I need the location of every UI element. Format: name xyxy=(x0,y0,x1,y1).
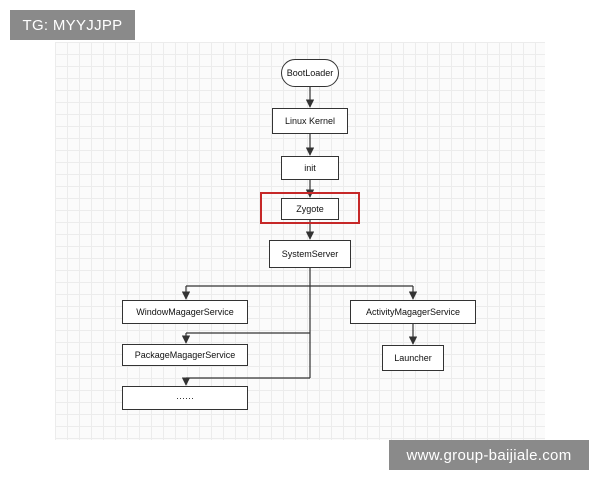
node-system-server: SystemServer xyxy=(269,240,351,268)
node-more: ······ xyxy=(122,386,248,410)
zygote-highlight-box xyxy=(260,192,360,224)
node-package-service: PackageMagagerService xyxy=(122,344,248,366)
node-window-service: WindowMagagerService xyxy=(122,300,248,324)
node-init: init xyxy=(281,156,339,180)
node-bootloader: BootLoader xyxy=(281,59,339,87)
node-linux-kernel: Linux Kernel xyxy=(272,108,348,134)
watermark-top-tag: TG: MYYJJPP xyxy=(10,10,135,40)
node-launcher: Launcher xyxy=(382,345,444,371)
watermark-bottom-tag: www.group-baijiale.com xyxy=(389,440,589,470)
node-activity-service: ActivityMagagerService xyxy=(350,300,476,324)
node-zygote: Zygote xyxy=(281,198,339,220)
